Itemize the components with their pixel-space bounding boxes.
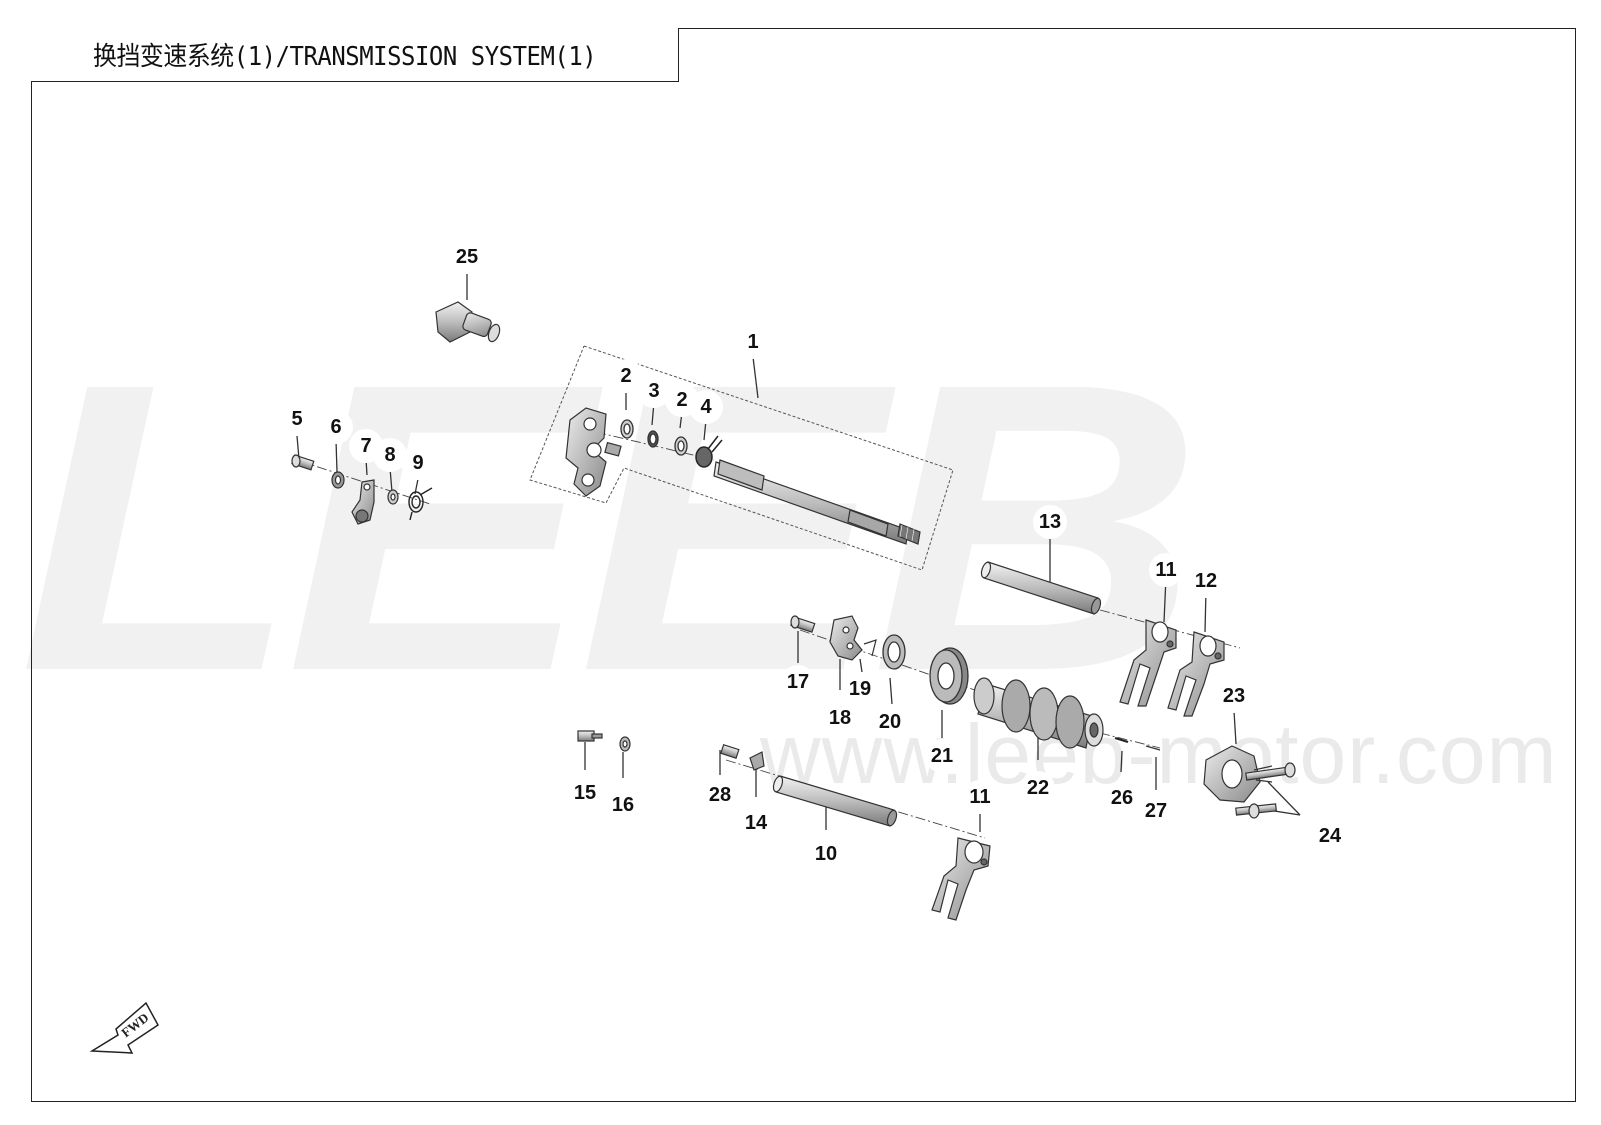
part-19-shift-cam-plate [829,615,863,661]
callout-12: 11 [1149,553,1183,587]
callout-29: 28 [703,778,737,812]
part-23-shift-drum [973,677,1104,749]
callout-24: 23 [1217,679,1251,713]
callout-6: 6 [319,410,353,444]
title-box: 换挡变速系统(1)/TRANSMISSION SYSTEM(1) [31,28,679,82]
callout-11: 11 [963,780,997,814]
part-3-oring [647,430,659,448]
part-21-washer [882,634,906,670]
part-26-neutral-switch [435,301,501,343]
callout-13: 12 [1189,564,1223,598]
part-8-washer [387,489,399,505]
part-18-bolt [790,615,816,633]
page-title: 换挡变速系统(1)/TRANSMISSION SYSTEM(1) [93,42,597,72]
callout-5: 5 [280,402,314,436]
callout-17: 16 [606,788,640,822]
part-11-shift-fork [931,837,991,921]
callout-26: 25 [450,240,484,274]
callout-4: 4 [689,390,723,424]
drawing-frame [31,28,1576,1102]
part-12-shift-fork [1119,619,1177,707]
part-22-bearing [929,647,969,705]
part-6-washer [331,471,345,489]
callout-23: 22 [1021,771,1055,805]
part-5-bolt [291,454,315,471]
group-1-outline [529,345,954,571]
callout-21: 20 [873,705,907,739]
callout-15: 14 [739,806,773,840]
callout-9: 9 [401,446,435,480]
part-4-spring [695,435,723,468]
part-7-stopper-arm [351,479,375,525]
callout-18: 17 [781,665,815,699]
callout-16: 15 [568,776,602,810]
part-15-plate [749,751,765,771]
part-17-washer [619,736,631,752]
part-9-spring [408,487,433,521]
part-20-pin [863,639,877,657]
callout-14: 13 [1033,505,1067,539]
part-24-bearing-holder [1203,745,1273,803]
part-1-shift-shaft [565,407,921,545]
part-25-bolts [1235,762,1296,819]
part-16-bolt [577,730,603,742]
callout-27: 26 [1105,781,1139,815]
callout-22: 21 [925,739,959,773]
callout-25: 24 [1313,819,1347,853]
part-29-bolt [720,743,740,759]
callout-10: 10 [809,837,843,871]
part-13-shift-fork [1167,631,1225,717]
part-27-spring [1114,737,1129,743]
callout-20: 19 [843,672,877,706]
part-10-fork-shaft [772,775,898,827]
part-28-pin [1145,745,1161,751]
part-2-washer-a [620,419,634,439]
callout-1: 1 [736,325,770,359]
callout-28: 27 [1139,794,1173,828]
part-14-fork-shaft [980,561,1102,615]
callout-19: 18 [823,701,857,735]
forward-arrow-icon: FWD [89,1001,159,1054]
part-2-washer-b [674,436,688,456]
